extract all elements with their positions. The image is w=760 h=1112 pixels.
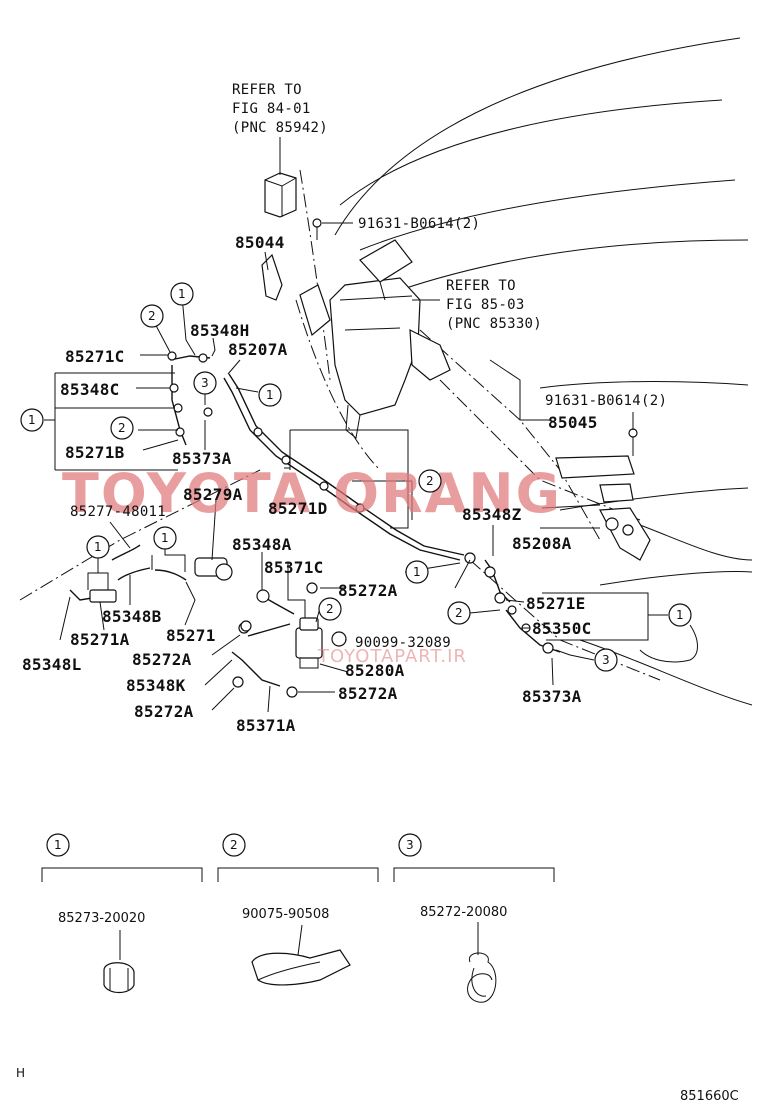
part-label-85271A: 85271A <box>70 630 130 649</box>
watermark: TOYOTA ORANG TOYOTAPART.IR <box>62 462 562 667</box>
callout-3: 3 <box>193 371 217 395</box>
part-label-85348H: 85348H <box>190 321 250 340</box>
part-label-90099-32089: 90099-32089 <box>355 635 451 651</box>
callout-1: 1 <box>170 282 194 306</box>
svg-text:1: 1 <box>676 608 684 622</box>
callout-2: 2 <box>418 469 442 493</box>
part-label-85373A-left: 85373A <box>172 449 232 468</box>
part-label-85279A: 85279A <box>183 485 243 504</box>
watermark-main-text: TOYOTA ORANG <box>62 462 562 525</box>
leader-lines <box>44 137 668 713</box>
part-label-85348C: 85348C <box>60 380 120 399</box>
refer-note-2-line1: REFER TO <box>446 278 516 294</box>
part-label-85045: 85045 <box>548 413 598 432</box>
refer-note-2: REFER TO FIG 85-03 (PNC 85330) <box>446 278 542 332</box>
refer-note-2-line3: (PNC 85330) <box>446 316 542 332</box>
svg-text:2: 2 <box>118 421 126 435</box>
callout-1: 1 <box>668 603 692 627</box>
washer-tank <box>299 239 451 439</box>
legend-2-part: 90075-90508 <box>242 907 329 922</box>
washer-cap-85942 <box>264 172 297 218</box>
callout-3: 3 <box>594 648 618 672</box>
legend-item-2: 2 90075-90508 <box>217 833 379 986</box>
svg-text:3: 3 <box>201 376 209 390</box>
callout-2: 2 <box>140 304 164 328</box>
part-label-85277-48011: 85277-48011 <box>70 504 166 520</box>
watermark-sub-text: TOYOTAPART.IR <box>317 646 467 667</box>
part-label-85348A: 85348A <box>232 535 292 554</box>
part-label-85280A: 85280A <box>345 661 405 680</box>
part-label-85371A: 85371A <box>236 716 296 735</box>
nozzle-85045 <box>555 428 638 503</box>
legend-3-part: 85272-20080 <box>420 905 507 920</box>
legend-1-number: 1 <box>54 838 62 852</box>
footer-left-mark: H <box>16 1066 25 1080</box>
legend-3-number: 3 <box>406 838 414 852</box>
part-label-85272A-4: 85272A <box>338 684 398 703</box>
svg-text:2: 2 <box>455 606 463 620</box>
part-label-85272A-1: 85272A <box>338 581 398 600</box>
callout-circles: 1 2 1 3 2 1 2 1 1 2 1 2 1 3 <box>20 282 692 672</box>
refer-note-1: REFER TO FIG 84-01 (PNC 85942) <box>232 82 328 136</box>
part-label-85348Z: 85348Z <box>462 505 522 524</box>
washer-pump-85280A <box>295 617 347 669</box>
part-label-85373A-right: 85373A <box>522 687 582 706</box>
svg-text:1: 1 <box>178 287 186 301</box>
part-label-85348K: 85348K <box>126 676 186 695</box>
part-label-85350C: 85350C <box>532 619 592 638</box>
vehicle-body-outline <box>19 37 753 706</box>
svg-text:2: 2 <box>326 602 334 616</box>
svg-text:3: 3 <box>602 653 610 667</box>
part-label-85044: 85044 <box>235 233 285 252</box>
part-label-91631-right: 91631-B0614(2) <box>545 393 667 409</box>
callout-1: 1 <box>20 408 44 432</box>
part-label-85272A-2: 85272A <box>132 650 192 669</box>
legend-2-number: 2 <box>230 838 238 852</box>
part-label-91631-top: 91631-B0614(2) <box>358 216 480 232</box>
part-label-85271: 85271 <box>166 626 216 645</box>
svg-text:2: 2 <box>148 309 156 323</box>
svg-text:1: 1 <box>94 540 102 554</box>
part-label-85371C: 85371C <box>264 558 324 577</box>
bracket-85044 <box>261 253 283 301</box>
part-label-85208A: 85208A <box>512 534 572 553</box>
callout-1: 1 <box>153 526 177 550</box>
svg-text:1: 1 <box>28 413 36 427</box>
part-label-85348L: 85348L <box>22 655 82 674</box>
svg-text:1: 1 <box>413 565 421 579</box>
refer-note-1-line2: FIG 84-01 <box>232 101 311 117</box>
callout-1: 1 <box>258 383 282 407</box>
part-label-85271C: 85271C <box>65 347 125 366</box>
callout-2: 2 <box>110 416 134 440</box>
hoses <box>69 355 561 687</box>
svg-text:2: 2 <box>426 474 434 488</box>
figure-code: 851660C <box>680 1089 739 1104</box>
part-labels: 91631-B0614(2) 85044 85348H 85207A 85271… <box>22 216 667 735</box>
part-label-85272A-3: 85272A <box>134 702 194 721</box>
part-label-85207A: 85207A <box>228 340 288 359</box>
callout-1: 1 <box>405 560 429 584</box>
part-label-85271D: 85271D <box>268 499 328 518</box>
callout-1: 1 <box>86 535 110 559</box>
part-label-85271B: 85271B <box>65 443 125 462</box>
part-label-85271E: 85271E <box>526 594 586 613</box>
washer-jet-85208A <box>599 507 651 561</box>
refer-note-1-line1: REFER TO <box>232 82 302 98</box>
refer-note-2-line2: FIG 85-03 <box>446 297 525 313</box>
svg-text:1: 1 <box>161 531 169 545</box>
part-label-85348B: 85348B <box>102 607 162 626</box>
legend-1-part: 85273-20020 <box>58 911 145 926</box>
callout-2: 2 <box>318 597 342 621</box>
legend-item-1: 1 85273-20020 <box>41 833 203 994</box>
legend-item-3: 3 85272-20080 <box>393 833 555 1003</box>
refer-note-1-line3: (PNC 85942) <box>232 120 328 136</box>
callout-2: 2 <box>447 601 471 625</box>
svg-text:1: 1 <box>266 388 274 402</box>
